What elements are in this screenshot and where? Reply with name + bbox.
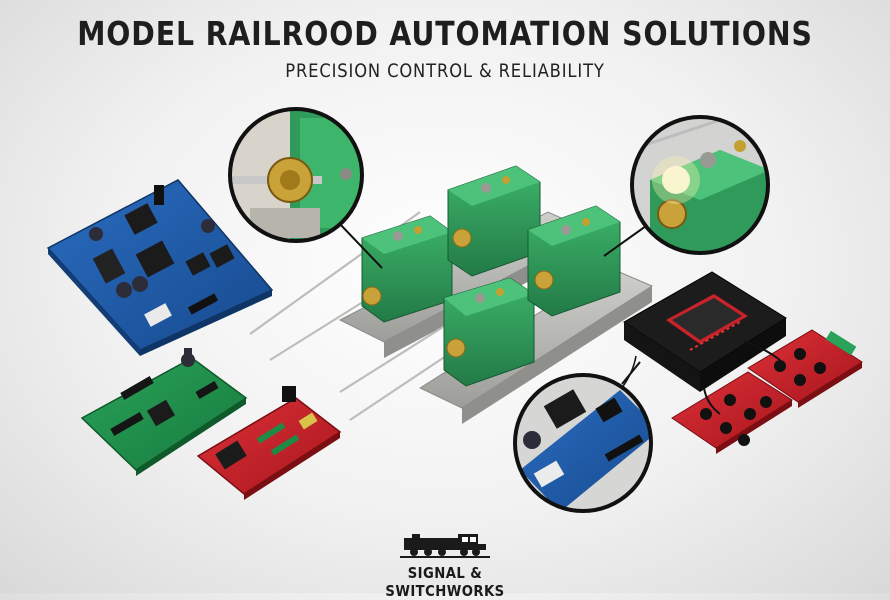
brand-logo: SIGNAL & SWITCHWORKS — [345, 532, 545, 600]
led-detail-callout — [603, 115, 770, 257]
display-controller-module — [623, 271, 787, 392]
blue-controller-board — [46, 179, 274, 356]
page-subtitle: PRECISION CONTROL & RELIABILITY — [285, 60, 605, 82]
brand-name: SIGNAL & SWITCHWORKS — [385, 564, 505, 600]
page-title: MODEL RAILROOD AUTOMATION SOLUTIONS — [77, 14, 813, 53]
red-button-board-2 — [747, 329, 863, 408]
red-button-board-1 — [671, 371, 793, 454]
locomotive-icon — [400, 534, 490, 558]
switch-machine-cluster — [249, 165, 654, 424]
gear-detail-callout — [228, 107, 383, 269]
green-io-board — [80, 348, 248, 476]
board-detail-callout — [513, 361, 653, 513]
red-sensor-board — [196, 386, 342, 500]
